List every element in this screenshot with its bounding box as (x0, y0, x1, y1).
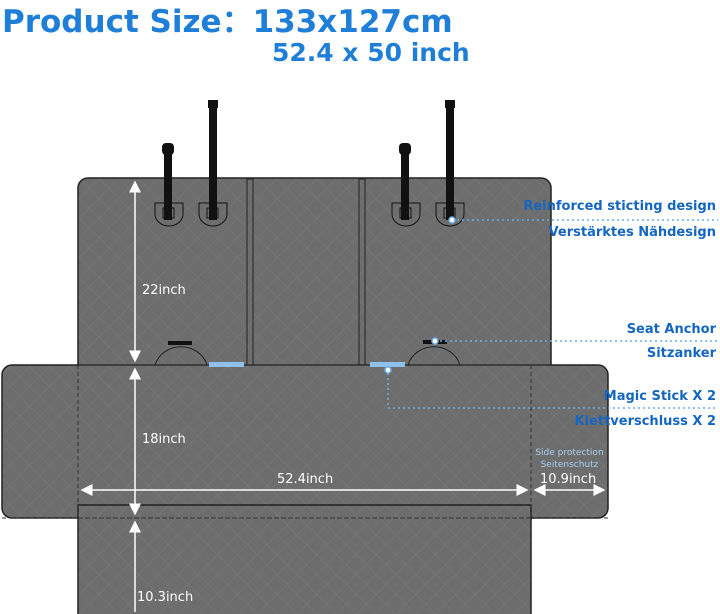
fabric-panels (1, 177, 609, 614)
callout-anchor-de: Sitzanker (646, 346, 716, 361)
bottom-height-label: 10.3inch (137, 590, 194, 605)
product-size-title: Product Size：133x127cm (2, 4, 453, 40)
zippers (246, 178, 366, 366)
seat-belt-straps (162, 100, 455, 220)
side-width-label: 10.9inch (540, 472, 597, 487)
callout-dots (384, 216, 456, 374)
side-protection-en: Side protection (535, 448, 604, 458)
dimension-arrows (80, 180, 606, 612)
velcro-strips (209, 362, 405, 367)
top-height-label: 22inch (142, 283, 186, 298)
callout-anchor-en: Seat Anchor (626, 322, 716, 337)
middle-height-label: 18inch (142, 432, 186, 447)
product-size-inches: 52.4 x 50 inch (272, 38, 470, 67)
callout-stitching-en: Reinforced sticting design (523, 199, 716, 214)
callout-velcro-en: Magic Stick X 2 (603, 389, 716, 404)
callout-lines (387, 219, 718, 409)
callout-stitching-de: Verstärktes Nähdesign (548, 225, 716, 240)
callout-velcro-de: Klettverschluss X 2 (574, 414, 716, 429)
side-protection-de: Seitenschutz (540, 460, 599, 470)
width-label: 52.4inch (277, 472, 334, 487)
